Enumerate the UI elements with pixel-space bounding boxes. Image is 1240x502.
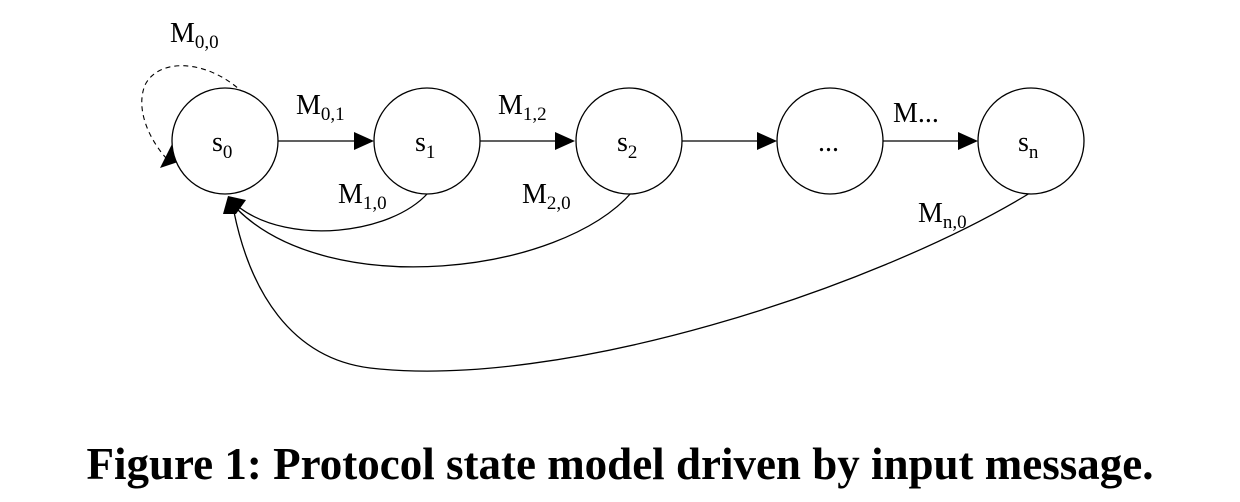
state-diagram: s0 s1 s2 ... sn M0,0 M0,1 M1,2 M... M1,0… [141,18,1085,372]
arrowhead-s1 [354,132,374,150]
transition-m20-label: M2,0 [522,179,571,214]
edge-sn-to-s0 [233,192,1031,372]
arrowhead-s2 [555,132,575,150]
state-s1-label: s1 [415,127,435,163]
transition-mn0-label: Mn,0 [918,198,967,233]
state-ellipsis [776,87,884,195]
transition-m-ellipsis-label: M... [893,98,939,129]
state-s0 [171,87,279,195]
transition-m01-label: M0,1 [296,90,345,125]
state-ellipsis-label: ... [818,127,839,158]
state-s1 [373,87,481,195]
state-s0-label: s0 [212,127,232,163]
arrowhead-sn [958,132,978,150]
arrowhead-ellipsis [757,132,777,150]
state-sn-label: sn [1018,127,1039,163]
state-s2-label: s2 [617,127,637,163]
transition-m12-label: M1,2 [498,90,547,125]
state-sn [977,87,1085,195]
transition-m00-label: M0,0 [170,18,219,53]
figure-caption: Figure 1: Protocol state model driven by… [86,439,1154,489]
transition-m10-label: M1,0 [338,179,387,214]
edge-s1-to-s0 [239,192,429,232]
edge-s0-self-loop [141,65,251,159]
edge-s2-to-s0 [237,191,633,268]
arrowhead-return-s0 [223,196,246,214]
state-s2 [575,87,683,195]
